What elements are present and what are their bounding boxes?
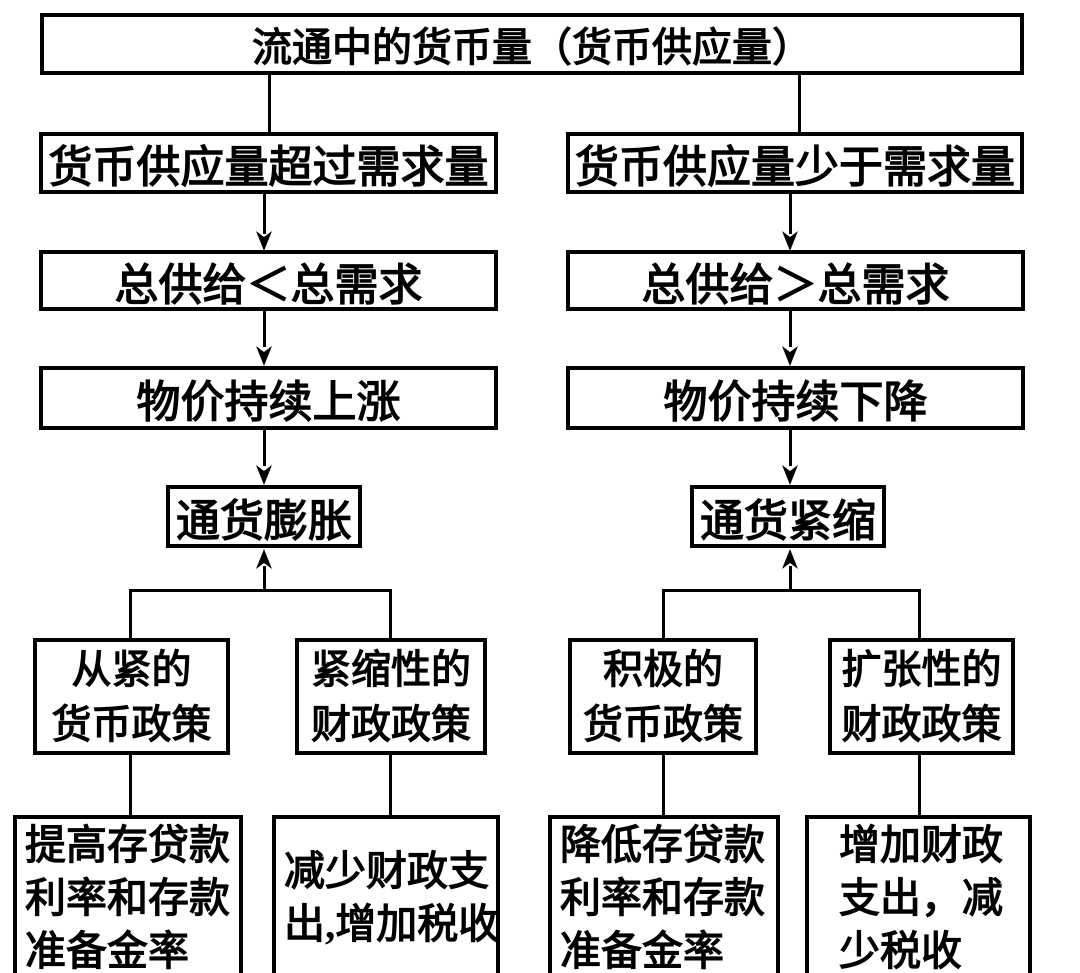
node-aggregate-supply-lt-demand: 总供给＜总需求 [39, 250, 498, 311]
connector-expansionary-fiscal-to-measure [918, 753, 921, 817]
node-prices-falling: 物价持续下降 [566, 366, 1025, 430]
connector-right-monetary-policy-drop [662, 589, 665, 638]
policy-line: 从紧的 [71, 646, 192, 692]
node-active-monetary-policy: 积极的 货币政策 [568, 638, 758, 755]
measure-line: 提高存贷款 [25, 821, 230, 868]
node-tight-monetary-policy: 从紧的 货币政策 [33, 638, 230, 755]
connector-left-fiscal-policy-drop [389, 589, 392, 638]
node-supply-exceeds-demand: 货币供应量超过需求量 [39, 132, 498, 194]
policy-line: 货币政策 [51, 701, 212, 747]
policy-line: 财政政策 [311, 701, 471, 747]
node-inflation: 通货膨胀 [166, 485, 362, 548]
measure-line: 降低存贷款 [560, 821, 765, 868]
arrowhead-down-icon [782, 465, 798, 485]
policy-line: 财政政策 [841, 701, 1002, 747]
node-deflation: 通货紧缩 [690, 485, 886, 548]
arrowhead-down-icon [256, 465, 272, 485]
node-money-supply: 流通中的货币量（货币供应量） [40, 13, 1024, 75]
measure-line: 少税收 [839, 927, 962, 973]
arrow-line-right-condition-to-balance [789, 194, 792, 234]
arrow-line-left-balance-to-price [263, 311, 266, 347]
connector-contractionary-fiscal-to-measure [389, 753, 392, 817]
policy-line: 紧缩性的 [311, 646, 471, 692]
policy-line: 积极的 [603, 646, 723, 692]
arrow-line-policies-to-deflation [789, 566, 792, 592]
measure-line: 支出，减 [839, 874, 1003, 921]
measure-line: 准备金率 [25, 927, 189, 973]
measure-line: 准备金率 [560, 927, 724, 973]
node-lower-rates-reserve-measure: 降低存贷款 利率和存款 准备金率 [548, 815, 780, 973]
arrow-line-left-condition-to-balance [263, 194, 266, 234]
connector-right-policies-merge [662, 589, 921, 592]
measure-line: 减少财政支 [284, 848, 489, 894]
measure-line: 利率和存款 [560, 874, 765, 921]
node-contractionary-fiscal-policy: 紧缩性的 财政政策 [295, 638, 487, 755]
connector-root-to-supply-exceeds [268, 75, 271, 132]
connector-right-fiscal-policy-drop [918, 589, 921, 638]
arrowhead-down-icon [782, 346, 798, 366]
node-increase-spending-cut-tax-measure: 增加财政 支出，减 少税收 [805, 815, 1032, 973]
arrow-line-left-price-to-inflation [263, 430, 266, 466]
arrow-line-right-price-to-deflation [789, 430, 792, 466]
connector-tight-monetary-to-measure [129, 753, 132, 817]
policy-line: 货币政策 [583, 701, 743, 747]
connector-left-monetary-policy-drop [129, 589, 132, 638]
connector-active-monetary-to-measure [662, 753, 665, 817]
node-supply-below-demand: 货币供应量少于需求量 [566, 132, 1024, 194]
arrowhead-down-icon [256, 346, 272, 366]
policy-line: 扩张性的 [841, 646, 1002, 692]
measure-line: 出,增加税收 [284, 901, 500, 947]
node-prices-rising: 物价持续上涨 [39, 366, 498, 430]
node-expansionary-fiscal-policy: 扩张性的 财政政策 [828, 638, 1015, 755]
node-raise-rates-reserve-measure: 提高存贷款 利率和存款 准备金率 [13, 815, 243, 973]
connector-left-policies-merge [129, 589, 392, 592]
measure-line: 利率和存款 [25, 874, 230, 921]
arrow-line-right-balance-to-price [789, 311, 792, 347]
measure-line: 增加财政 [839, 821, 1003, 868]
node-aggregate-supply-gt-demand: 总供给＞总需求 [566, 250, 1025, 311]
connector-root-to-supply-below [798, 75, 801, 132]
node-cut-spending-raise-tax-measure: 减少财政支 出,增加税收 [272, 815, 500, 973]
arrow-line-policies-to-inflation [263, 566, 266, 592]
